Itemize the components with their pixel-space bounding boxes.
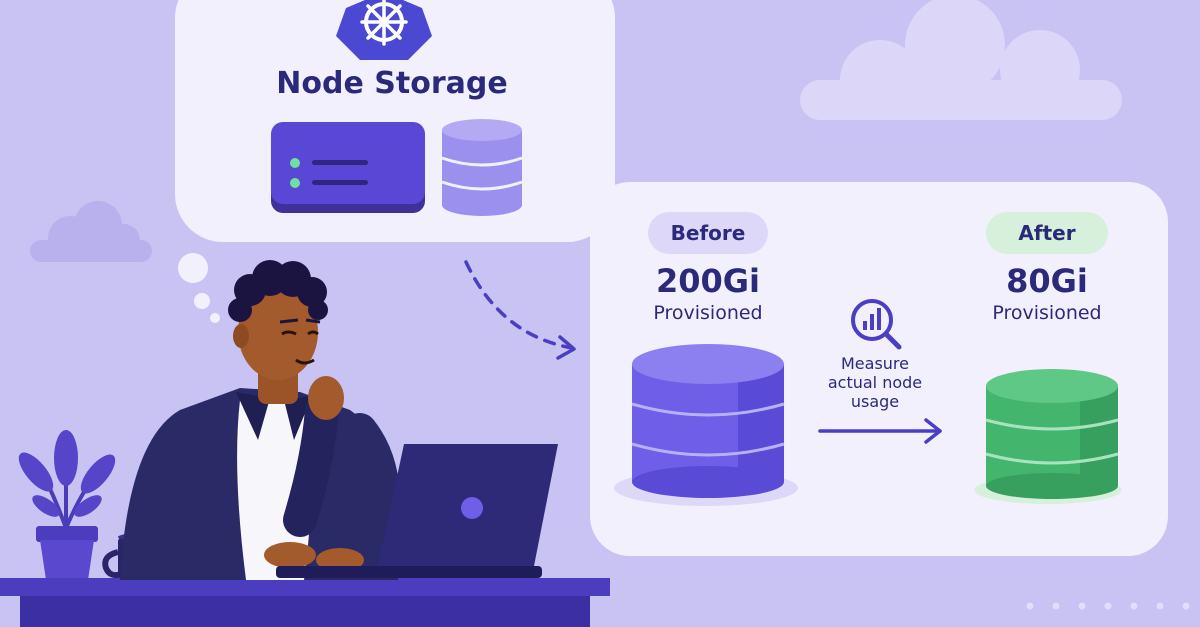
after-caption: Provisioned bbox=[992, 302, 1102, 324]
thought-bubble-title: Node Storage bbox=[276, 66, 508, 101]
potted-plant bbox=[18, 430, 116, 580]
cloud-left bbox=[30, 201, 152, 262]
server-box-icon bbox=[271, 122, 425, 213]
before-amount: 200Gi bbox=[655, 262, 761, 300]
solid-arrow bbox=[818, 418, 942, 444]
thought-dot-medium bbox=[194, 293, 210, 309]
decorative-dots bbox=[1026, 602, 1190, 610]
action-label-line2: actual node bbox=[827, 373, 923, 392]
action-label-line3: usage bbox=[850, 392, 900, 411]
database-cylinder-icon bbox=[441, 119, 523, 216]
after-badge-bg bbox=[986, 212, 1108, 254]
after-badge: After bbox=[1018, 221, 1076, 245]
action-label-line1: Measure bbox=[841, 354, 909, 373]
desk-front bbox=[20, 596, 590, 627]
after-amount: 80Gi bbox=[1006, 262, 1088, 300]
dashed-arrow bbox=[464, 260, 576, 360]
after-database-icon bbox=[974, 369, 1122, 504]
person-thinking bbox=[120, 260, 401, 580]
laptop bbox=[276, 444, 558, 578]
before-badge-bg bbox=[648, 212, 768, 254]
before-caption: Provisioned bbox=[653, 302, 763, 324]
cloud-right bbox=[800, 0, 1122, 120]
before-badge: Before bbox=[670, 221, 746, 245]
thought-dot-large bbox=[178, 253, 208, 283]
desk bbox=[0, 578, 610, 596]
magnifier-chart-icon bbox=[851, 299, 902, 350]
kubernetes-helm-icon bbox=[336, 0, 432, 60]
thought-dot-small bbox=[210, 313, 220, 323]
before-database-icon bbox=[614, 344, 798, 506]
